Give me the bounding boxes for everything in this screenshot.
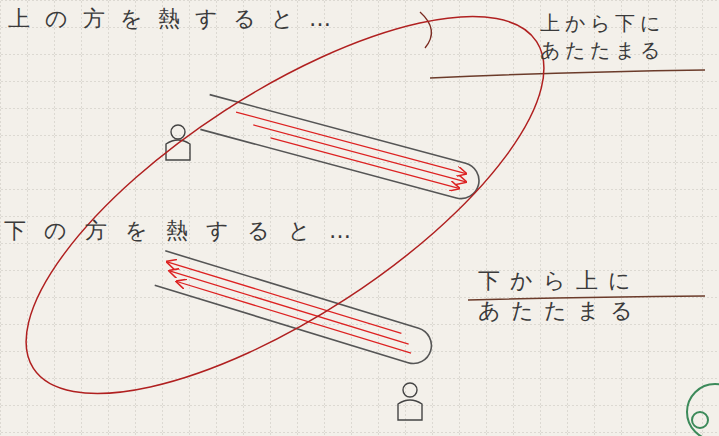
test-tube xyxy=(200,95,483,203)
underline xyxy=(430,70,705,78)
stamp xyxy=(687,384,719,436)
handwritten-note: 下から上に あたたまる xyxy=(478,266,698,325)
handwritten-note: 上から下に あたたまる xyxy=(540,10,710,64)
bracket xyxy=(420,12,431,48)
alcohol-lamp xyxy=(398,383,422,420)
test-tube xyxy=(155,251,436,368)
handwritten-note: 下の方を熱すると… xyxy=(4,216,369,246)
handwritten-note: 上の方を熱すると… xyxy=(8,4,346,34)
circle-mark xyxy=(0,0,598,436)
